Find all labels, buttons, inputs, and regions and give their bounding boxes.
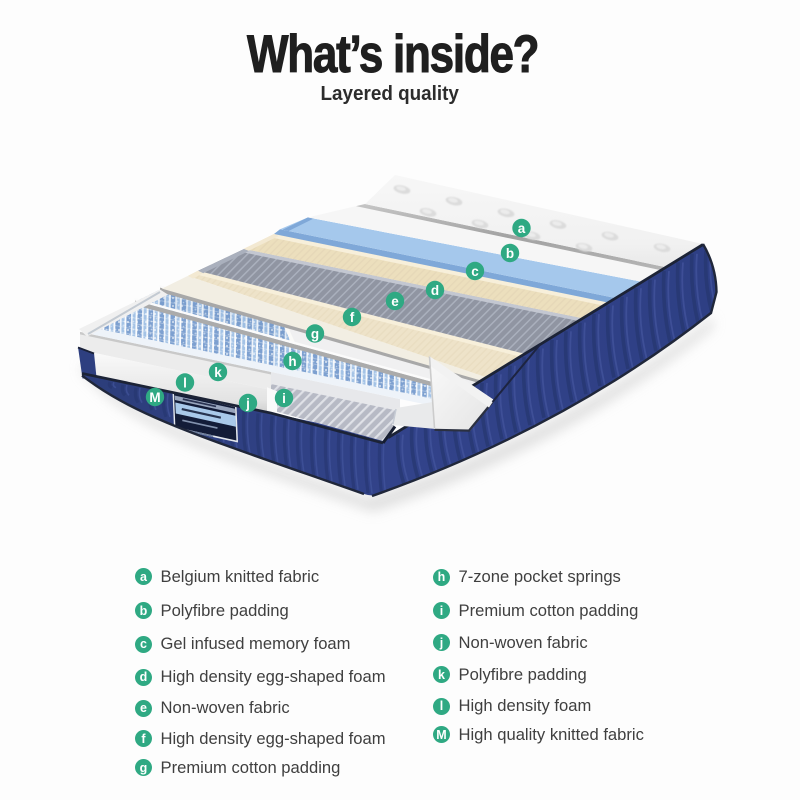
svg-text:b: b <box>506 246 514 261</box>
svg-text:f: f <box>350 310 355 325</box>
svg-text:e: e <box>391 294 399 309</box>
svg-text:l: l <box>183 375 187 390</box>
svg-text:c: c <box>471 264 479 279</box>
svg-text:k: k <box>214 365 222 380</box>
svg-text:M: M <box>149 390 160 405</box>
svg-text:i: i <box>282 391 286 406</box>
svg-text:g: g <box>311 326 319 341</box>
svg-text:d: d <box>431 283 439 298</box>
svg-text:h: h <box>288 354 296 369</box>
svg-text:a: a <box>518 221 526 236</box>
svg-text:j: j <box>245 396 250 411</box>
